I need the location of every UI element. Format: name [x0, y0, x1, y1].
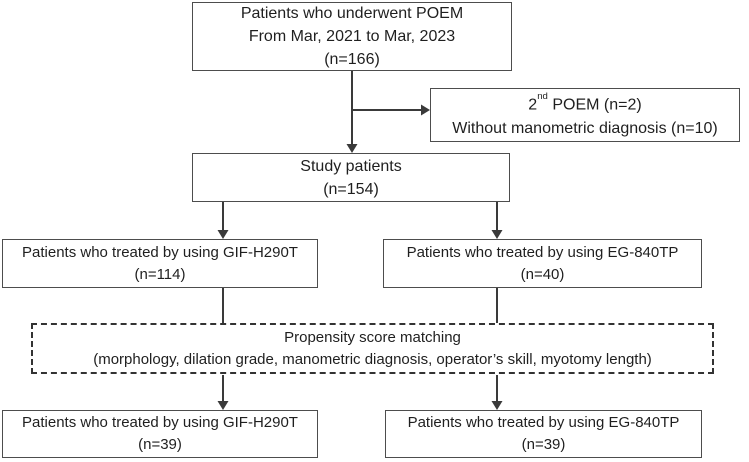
excluded-line-2: Without manometric diagnosis (n=10) [452, 120, 718, 138]
excluded-2nd-rest: POEM (n=2) [547, 96, 642, 114]
box-count-line: (n=154) [323, 180, 379, 198]
connector-underwent-to-study [346, 71, 358, 153]
box-patients-underwent-poem: Patients who underwent POEM From Mar, 20… [192, 2, 512, 71]
box-text-line: Propensity score matching [284, 328, 461, 346]
box-propensity-score-matching: Propensity score matching (morphology, d… [31, 323, 714, 374]
box-gif-h290t-all: Patients who treated by using GIF-H290T … [2, 239, 318, 288]
box-count-line: (n=39) [138, 436, 182, 453]
box-study-patients: Study patients (n=154) [192, 153, 510, 202]
excluded-2nd-number: 2 [528, 96, 538, 114]
box-text-line: (morphology, dilation grade, manometric … [93, 350, 652, 368]
box-text-line: Patients who treated by using GIF-H290T [22, 414, 298, 431]
box-excluded-patients: 2nd POEM (n=2) Without manometric diagno… [430, 88, 740, 142]
excluded-line-1: 2nd POEM (n=2) [528, 89, 641, 117]
box-eg-840tp-all: Patients who treated by using EG-840TP (… [383, 239, 702, 288]
box-gif-h290t-matched: Patients who treated by using GIF-H290T … [2, 410, 318, 458]
excluded-ordinal-suffix: nd [537, 90, 548, 102]
connector-study-to-eg-all [491, 202, 503, 239]
box-text-line: From Mar, 2021 to Mar, 2023 [248, 28, 456, 45]
box-text-line: Patients who treated by using GIF-H290T [22, 243, 298, 261]
box-count-line: (n=40) [520, 265, 565, 283]
connector-psm-to-eg-matched [491, 375, 503, 410]
box-count-line: (n=39) [521, 436, 566, 453]
box-text-line: Patients who treated by using EG-840TP [407, 414, 680, 431]
box-eg-840tp-matched: Patients who treated by using EG-840TP (… [385, 410, 702, 458]
box-count-line: (n=114) [134, 265, 186, 283]
box-text-line: Patients who treated by using EG-840TP [406, 243, 679, 261]
connector-branch-to-excluded-arrow [352, 104, 430, 116]
box-text-line: Study patients [300, 157, 402, 175]
connector-study-to-gif-all [217, 202, 229, 239]
box-count-line: (n=166) [324, 51, 380, 68]
connector-psm-to-gif-matched [217, 375, 229, 410]
box-text-line: Patients who underwent POEM [240, 5, 464, 22]
